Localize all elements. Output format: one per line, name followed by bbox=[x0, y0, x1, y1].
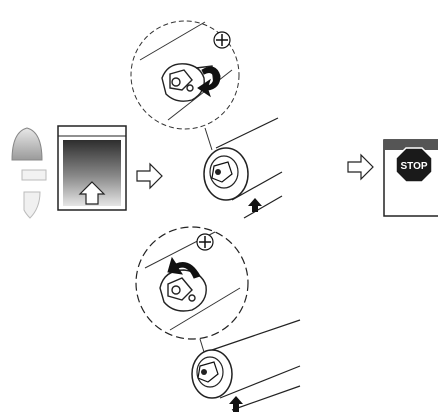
motor-head-icon bbox=[159, 269, 207, 312]
lower-up-arrow-icon bbox=[229, 396, 243, 412]
next-arrow-icon bbox=[136, 162, 163, 190]
down-button-icon bbox=[23, 191, 41, 219]
upper-detail-circle: ⊕ bbox=[130, 20, 240, 130]
stop-button-icon bbox=[21, 169, 47, 181]
shade-window-panel bbox=[57, 125, 127, 211]
lower-roller-tube bbox=[191, 319, 301, 412]
remote-buttons bbox=[11, 127, 47, 219]
lower-detail-circle: ⊕ bbox=[135, 226, 249, 340]
stop-panel: STOP bbox=[383, 139, 438, 217]
up-button-icon bbox=[11, 127, 43, 161]
up-arrow-icon bbox=[78, 181, 106, 205]
stop-sign-label: STOP bbox=[400, 161, 427, 172]
rotate-arrow-icon bbox=[167, 256, 201, 279]
upper-up-arrow-icon bbox=[248, 198, 262, 212]
upper-roller-tube bbox=[203, 117, 283, 219]
stop-sign-icon bbox=[395, 147, 433, 183]
next-arrow-icon bbox=[347, 153, 374, 181]
rotate-arrow-icon bbox=[197, 66, 221, 98]
